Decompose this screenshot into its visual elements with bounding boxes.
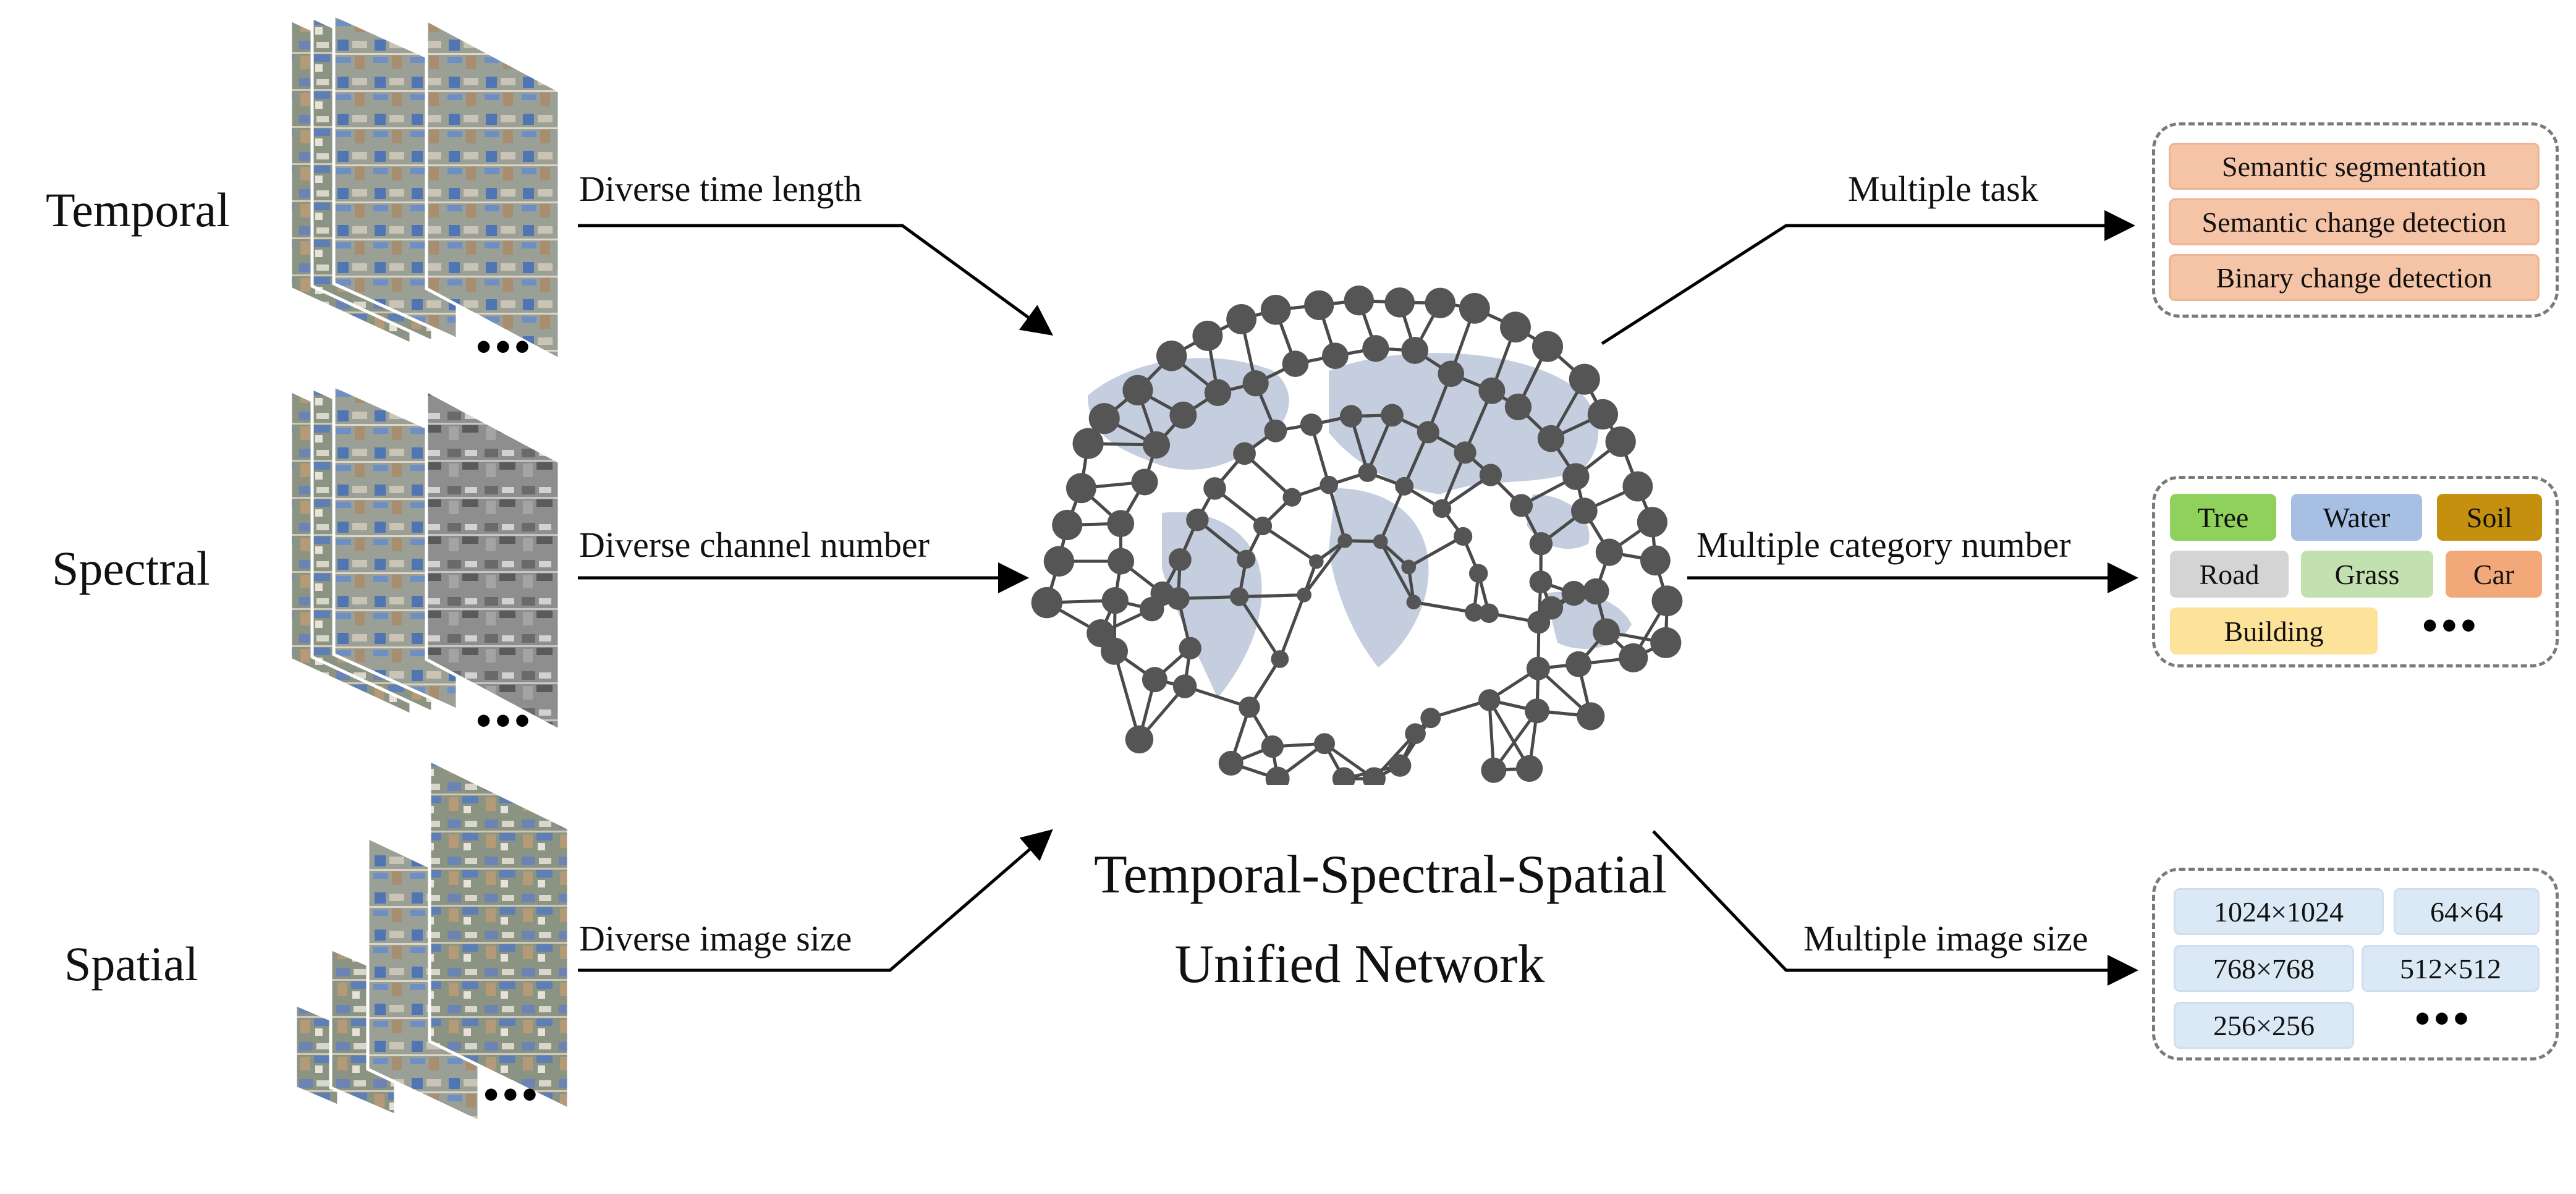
edge-label-multiple-category: Multiple category number (1697, 525, 2071, 565)
size-chip: 512×512 (2362, 945, 2540, 992)
category-chip-soil: Soil (2437, 494, 2542, 541)
globe-network-illustration (1014, 286, 1706, 908)
task-chip: Binary change detection (2169, 254, 2540, 301)
edge-label-channel-number: Diverse channel number (579, 525, 930, 565)
row-label-spectral: Spectral (52, 541, 210, 595)
arrow-spatial (578, 829, 1053, 972)
arrow-temporal (578, 224, 1054, 336)
spectral-image-tile (425, 387, 561, 734)
arrow-task (1601, 210, 2135, 345)
edge-label-multiple-task: Multiple task (1848, 169, 2038, 209)
spatial-more-indicator: ••• (483, 1070, 541, 1119)
edge-label-image-size: Diverse image size (579, 918, 852, 959)
edge-label-time-length: Diverse time length (579, 169, 862, 209)
size-chip: 256×256 (2174, 1002, 2354, 1049)
task-output-box: Semantic segmentation Semantic change de… (2152, 122, 2559, 318)
network-title-line2: Unified Network (1174, 934, 1545, 994)
network-title-line1: Temporal-Spectral-Spatial (1094, 845, 1667, 905)
spatial-image-tile (428, 757, 570, 1112)
spatial-image-tile (294, 1002, 341, 1109)
row-label-temporal: Temporal (46, 183, 230, 237)
category-chip-building: Building (2170, 608, 2378, 654)
size-chip: 768×768 (2174, 945, 2354, 992)
task-chip: Semantic change detection (2169, 198, 2540, 245)
edge-label-multiple-image-size: Multiple image size (1803, 918, 2088, 959)
row-label-spatial: Spatial (64, 937, 198, 991)
category-chip-road: Road (2170, 551, 2289, 598)
temporal-image-tile (425, 17, 561, 363)
size-chip: 1024×1024 (2174, 888, 2384, 935)
task-chip: Semantic segmentation (2169, 143, 2540, 190)
temporal-more-indicator: ••• (476, 322, 534, 371)
image-size-output-box: 1024×1024 64×64 768×768 512×512 256×256 … (2152, 868, 2559, 1061)
size-more-indicator: ••• (2415, 994, 2473, 1043)
spectral-more-indicator: ••• (476, 696, 534, 745)
category-chip-grass: Grass (2301, 551, 2433, 598)
category-chip-car: Car (2446, 551, 2542, 598)
category-output-box: Tree Water Soil Road Grass Car Building … (2152, 476, 2559, 667)
category-chip-water: Water (2291, 494, 2422, 541)
arrow-size (1652, 830, 2138, 986)
category-chip-tree: Tree (2170, 494, 2276, 541)
size-chip: 64×64 (2394, 888, 2540, 935)
category-more-indicator: ••• (2422, 601, 2480, 650)
